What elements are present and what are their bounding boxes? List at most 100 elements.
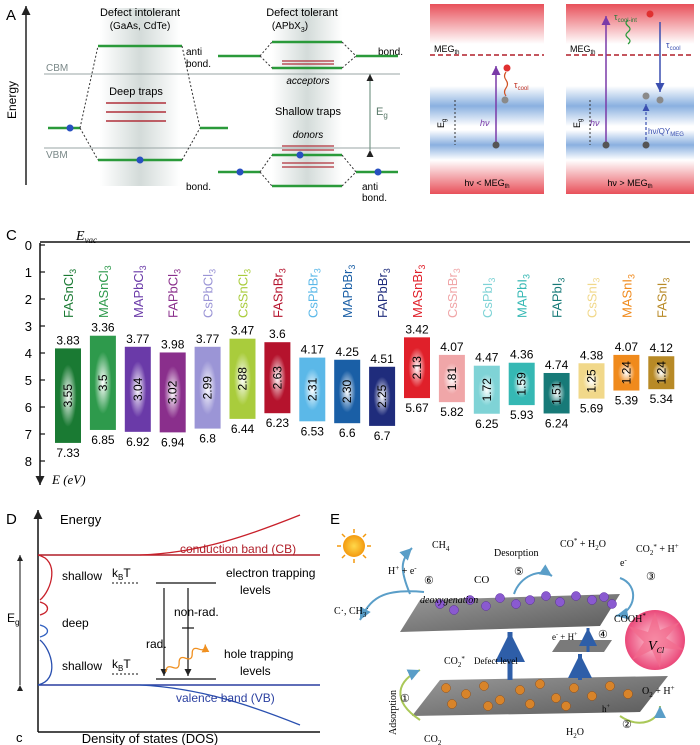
vb-value: 6.7 (374, 429, 391, 443)
deep-level-blue (39, 624, 49, 638)
vb-value: 5.39 (615, 394, 639, 408)
hole-trap-label-2: levels (240, 664, 271, 678)
donors-label: donors (293, 130, 324, 141)
cb-value: 4.36 (510, 348, 534, 362)
step-3: ③ (646, 571, 656, 583)
band-bar (229, 338, 256, 419)
defect-level-plate (552, 640, 612, 652)
band-bar (648, 356, 675, 390)
cb-edge-left (430, 86, 544, 126)
vb-label: valence band (VB) (176, 691, 275, 705)
cb-value: 3.83 (56, 333, 80, 347)
band-bar (578, 363, 605, 399)
curve-arrow-ch4 (399, 547, 413, 595)
cb-value: 4.12 (650, 341, 674, 355)
cb-continuum-left (430, 4, 544, 44)
defect-level-label: Defect level (474, 656, 518, 666)
band-gap-value: 2.25 (375, 384, 389, 408)
panel-e: E Defect level VCl CH4 (330, 511, 685, 745)
material-name: CsSnBr3 (445, 268, 462, 318)
orange-particle (569, 683, 579, 693)
cb-value: 4.38 (580, 348, 604, 362)
deep-level-red (39, 601, 49, 616)
y-tick-label: 8 (25, 454, 32, 469)
orange-particle (447, 699, 457, 709)
intolerant-examples: (GaAs, CdTe) (110, 21, 171, 32)
anti-bond-bottom-2: bond. (362, 193, 387, 204)
vb-dos-curve (139, 684, 301, 726)
panel-label-e: E (330, 511, 340, 528)
material-name: FASnBr3 (270, 268, 287, 318)
band-gap-value: 1.81 (445, 367, 459, 391)
cbm-label: CBM (46, 63, 68, 74)
band-gap-value: 3.55 (61, 384, 75, 408)
anti-bond-label-top-1: anti (186, 47, 202, 58)
band-bar (473, 365, 500, 414)
vb-value: 6.53 (301, 424, 325, 438)
y-tick-label: 2 (25, 292, 32, 307)
deep-traps-label: Deep traps (109, 86, 163, 98)
purple-particle (495, 593, 505, 603)
hole-left (492, 141, 500, 149)
band-bar (508, 362, 535, 406)
hv-qy-label: hν/QYMEG (648, 127, 684, 138)
cb-value: 3.36 (91, 321, 115, 335)
vb-value: 6.92 (126, 435, 150, 449)
band-bar (89, 335, 116, 430)
band-bar (264, 342, 291, 414)
meg-electron (642, 92, 650, 100)
band-gap-value: 2.13 (410, 356, 424, 380)
adsorption-label: Adsorption (388, 690, 399, 735)
material-name: MAPbCl3 (131, 265, 148, 318)
vb-value: 6.85 (91, 433, 115, 447)
vb-edge-left (430, 130, 544, 160)
meg-label-right: MEGth (570, 44, 596, 56)
curve-arrow-adsorption (399, 669, 421, 721)
shade-column-tolerant (272, 8, 342, 186)
y-tick-label: 0 (25, 238, 32, 253)
cb-value: 4.51 (370, 352, 394, 366)
energy-axis-label: Energy (5, 81, 19, 119)
purple-particles (435, 591, 617, 615)
bond-label-bottom: bond. (186, 182, 211, 193)
material-name: MAPbI3 (515, 274, 532, 318)
eg-label-a: Eg (376, 106, 388, 120)
cb-continuum-right (566, 4, 694, 44)
y-tick-label: 7 (25, 427, 32, 442)
v-cl-label: VCl (648, 639, 665, 655)
cooling-wiggle-left (503, 71, 509, 97)
desorption-label: Desorption (494, 548, 538, 559)
curve-arrow-reduction (615, 577, 635, 620)
orange-particle (587, 691, 597, 701)
anti-bond-label-top-2: bond. (186, 59, 211, 70)
bond-label-top: bond. (378, 47, 403, 58)
cb-dos-curve (139, 514, 301, 556)
o2-h-label: O2 + H+ (642, 684, 675, 699)
cb-label: conduction band (CB) (180, 542, 296, 556)
cb-value: 4.74 (545, 358, 569, 372)
eg-label-right: Eg (572, 119, 584, 128)
vb-value: 6.8 (199, 432, 216, 446)
co2-label: CO2 (424, 734, 442, 745)
electron-dot (66, 124, 74, 132)
vb-value: 6.44 (231, 422, 255, 436)
oxidation-plate (412, 676, 668, 716)
orange-particle (535, 679, 545, 689)
intolerant-dashed-lines (79, 45, 201, 161)
orange-particle (483, 701, 493, 711)
purple-particle (541, 591, 551, 601)
e-minus-label: e- (620, 556, 627, 569)
vb-continuum-left (430, 160, 544, 194)
band-gap-value: 2.63 (270, 366, 284, 390)
purple-particle (607, 599, 617, 609)
cb-value: 3.47 (231, 324, 255, 338)
electron-dot (136, 156, 144, 164)
hv-label-right: hν (590, 118, 600, 128)
band-bar (55, 348, 81, 443)
